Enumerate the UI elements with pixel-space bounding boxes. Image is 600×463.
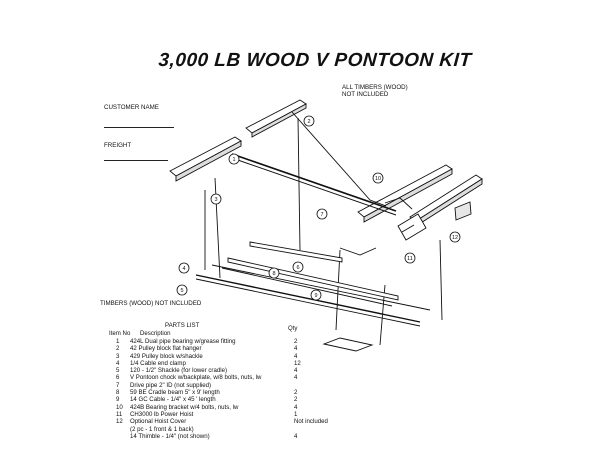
svg-text:9: 9 [314, 293, 317, 299]
parts-col-desc: Description [140, 330, 171, 337]
svg-text:12: 12 [452, 235, 458, 241]
parts-list-row: 9 14 GC Cable - 1/4" x 45 ' length 2 [108, 396, 328, 403]
part-qty: Not included [294, 418, 328, 426]
svg-text:6: 6 [296, 265, 299, 271]
part-item-no: 8 [116, 389, 120, 397]
part-description: Optional Hoist Cover [130, 418, 187, 426]
timbers-bottom-note: TIMBERS (WOOD) NOT INCLUDED [100, 300, 202, 307]
parts-col-qty: Qty [288, 325, 298, 332]
callout-12: 12 [449, 231, 461, 243]
parts-list-row: 10 424B Bearing bracket w/4 bolts, nuts, … [108, 404, 328, 411]
parts-list-heading: PARTS LIST [165, 322, 200, 329]
part-qty: 2 [294, 389, 298, 397]
part-qty: 4 [294, 367, 298, 375]
svg-text:4: 4 [182, 266, 185, 272]
svg-text:3: 3 [214, 197, 217, 203]
part-qty: 12 [294, 359, 301, 367]
part-description: 424B Bearing bracket w/4 bolts, nuts, lw [130, 403, 239, 411]
part-description: 120 - 1/2" Shackle (for lower cradle) [130, 367, 227, 375]
part-item-no: 9 [116, 396, 120, 404]
part-qty: 2 [294, 396, 298, 404]
part-description: (2 pc - 1 front & 1 back) [130, 425, 194, 433]
part-description: 42 Pulley block flat hanger [130, 345, 202, 353]
parts-list-row: 3 429 Pulley block w/shackle 4 [108, 353, 328, 360]
part-qty: 2 [294, 338, 298, 345]
freight-line [104, 160, 168, 161]
callout-markers: 1 2 3 4 5 6 7 8 9 10 11 12 [176, 115, 461, 301]
part-description: 429 Pulley block w/shackle [130, 352, 203, 360]
part-qty: 4 [294, 432, 298, 440]
part-qty: 4 [294, 403, 298, 411]
freight-label: FREIGHT [104, 142, 132, 149]
parts-list: 1 424L Dual pipe bearing w/grease fitting… [108, 338, 328, 440]
svg-text:1: 1 [232, 157, 235, 163]
part-description: 1/4 Cable end clamp [130, 359, 186, 367]
part-item-no: 11 [116, 410, 123, 418]
callout-5: 5 [176, 284, 188, 296]
callout-7: 7 [316, 208, 328, 220]
customer-name-label: CUSTOMER NAME [104, 104, 159, 111]
part-item-no: 7 [116, 381, 120, 389]
parts-list-row: 4 1/4 Cable end clamp 12 [108, 360, 328, 367]
callout-10: 10 [372, 172, 384, 184]
part-item-no: 3 [116, 352, 120, 360]
parts-col-item: Item No [109, 330, 131, 337]
callout-1: 1 [228, 153, 240, 165]
customer-name-line [104, 127, 174, 128]
callout-8: 8 [268, 267, 280, 279]
parts-list-row: 11 CH3000 lb Power Hoist 1 [108, 411, 328, 418]
parts-list-row: 14 Thimble - 1/4" (not shown) 4 [108, 433, 328, 440]
part-qty: 4 [294, 345, 298, 353]
parts-list-row: 6 V Pontoon chock w/backplate, w/8 bolts,… [108, 374, 328, 381]
parts-list-row: 8 59 BE Cradle beam 5" x 9' length 2 [108, 389, 328, 396]
part-description: V Pontoon chock w/backplate, w/8 bolts, … [130, 374, 262, 382]
part-item-no: 10 [116, 403, 123, 411]
svg-text:10: 10 [375, 176, 381, 182]
callout-4: 4 [178, 262, 190, 274]
svg-text:7: 7 [320, 212, 323, 218]
part-item-no: 5 [116, 367, 120, 375]
part-description: 424L Dual pipe bearing w/grease fitting [130, 338, 236, 345]
parts-list-row: 5 120 - 1/2" Shackle (for lower cradle) 4 [108, 367, 328, 374]
part-item-no: 4 [116, 359, 120, 367]
parts-list-row: 12 Optional Hoist Cover Not included [108, 418, 328, 425]
svg-text:8: 8 [272, 271, 275, 277]
callout-2: 2 [303, 115, 315, 127]
parts-list-row: 1 424L Dual pipe bearing w/grease fitting… [108, 338, 328, 345]
part-description: CH3000 lb Power Hoist [130, 410, 194, 418]
part-item-no: 2 [116, 345, 120, 353]
svg-text:11: 11 [407, 256, 413, 262]
part-description: 14 GC Cable - 1/4" x 45 ' length [130, 396, 216, 404]
callout-3: 3 [210, 193, 222, 205]
part-item-no: 6 [116, 374, 120, 382]
callout-6: 6 [292, 261, 304, 273]
part-qty: 4 [294, 352, 298, 360]
callout-9: 9 [310, 289, 322, 301]
all-timbers-note-line1: ALL TIMBERS (WOOD) [342, 84, 408, 91]
part-qty: 4 [294, 374, 298, 382]
all-timbers-note-line2: NOT INCLUDED [342, 91, 389, 98]
part-description: Drive pipe 2" ID (not supplied) [130, 381, 212, 389]
part-qty: 1 [294, 410, 298, 418]
part-description: 14 Thimble - 1/4" (not shown) [130, 432, 210, 440]
part-item-no: 1 [116, 338, 120, 345]
callout-11: 11 [404, 252, 416, 264]
parts-list-row: 2 42 Pulley block flat hanger 4 [108, 345, 328, 352]
parts-list-row: (2 pc - 1 front & 1 back) [108, 426, 328, 433]
svg-text:5: 5 [180, 288, 183, 294]
svg-text:2: 2 [307, 119, 310, 125]
part-description: 59 BE Cradle beam 5" x 9' length [130, 389, 220, 397]
parts-list-row: 7 Drive pipe 2" ID (not supplied) [108, 382, 328, 389]
part-item-no: 12 [116, 418, 123, 426]
